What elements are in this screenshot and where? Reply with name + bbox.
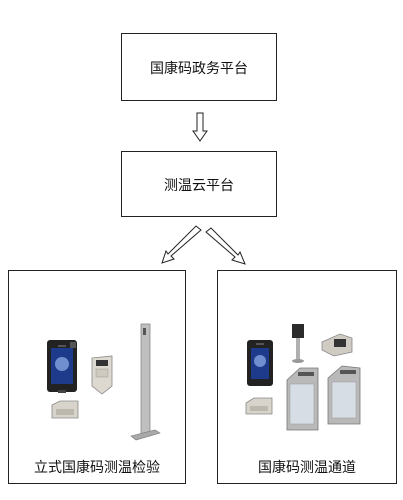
arrow-to-right-hollow	[205, 227, 246, 265]
desktop-terminal-icon	[321, 333, 353, 357]
card-reader-icon	[51, 400, 79, 419]
temp-cloud-platform-label: 测温云平台	[164, 178, 234, 194]
govt-platform-box: 国康码政务平台	[121, 33, 277, 101]
temp-gate-channel-label: 国康码测温通道	[258, 460, 356, 476]
standing-checkpoint-label: 立式国康码测温检验	[34, 460, 160, 476]
face-terminal-icon	[47, 340, 77, 393]
card-reader-gate-icon	[245, 397, 273, 415]
arrow-down-hollow	[192, 112, 208, 142]
govt-platform-label: 国康码政务平台	[150, 61, 248, 77]
standing-pole-icon	[130, 323, 161, 441]
temp-cloud-platform-box: 测温云平台	[121, 151, 277, 217]
arrow-to-left-hollow	[161, 225, 202, 264]
face-terminal-gate-icon	[247, 340, 273, 386]
thermal-kiosk-icon	[91, 355, 113, 395]
pole-terminal-icon	[292, 324, 304, 363]
speed-gate-icon	[286, 365, 361, 431]
